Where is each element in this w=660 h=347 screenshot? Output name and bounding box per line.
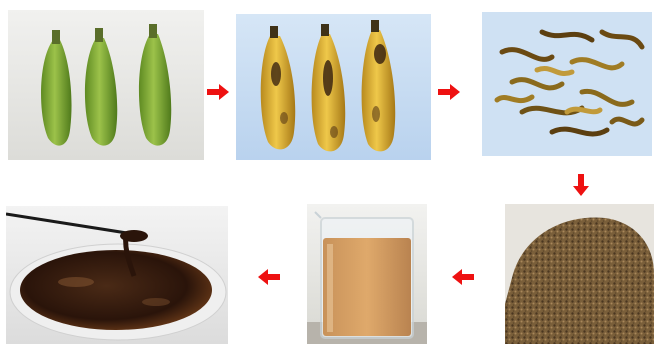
arrow-down-icon	[573, 174, 589, 196]
dried-peel-icon	[482, 12, 652, 156]
ground-powder-photo	[505, 204, 654, 344]
arrow-right-icon	[207, 84, 229, 100]
dried-peel-photo	[482, 12, 652, 156]
powder-icon	[505, 204, 654, 344]
ripe-banana-icon	[236, 14, 431, 160]
liquid-extract-beaker-photo	[307, 204, 427, 344]
arrow-left-1	[452, 269, 474, 285]
arrow-left-icon	[258, 269, 280, 285]
green-bananas-photo	[8, 10, 204, 160]
arrow-left-icon	[452, 269, 474, 285]
beaker-icon	[307, 204, 427, 344]
arrow-left-2	[258, 269, 280, 285]
dark-syrup-photo	[6, 206, 228, 344]
syrup-icon	[6, 206, 228, 344]
arrow-right-icon	[438, 84, 460, 100]
arrow-right-2	[438, 84, 460, 100]
ripe-bananas-photo	[236, 14, 431, 160]
arrow-right-1	[207, 84, 229, 100]
green-banana-icon	[8, 10, 204, 160]
arrow-down-1	[573, 174, 589, 196]
